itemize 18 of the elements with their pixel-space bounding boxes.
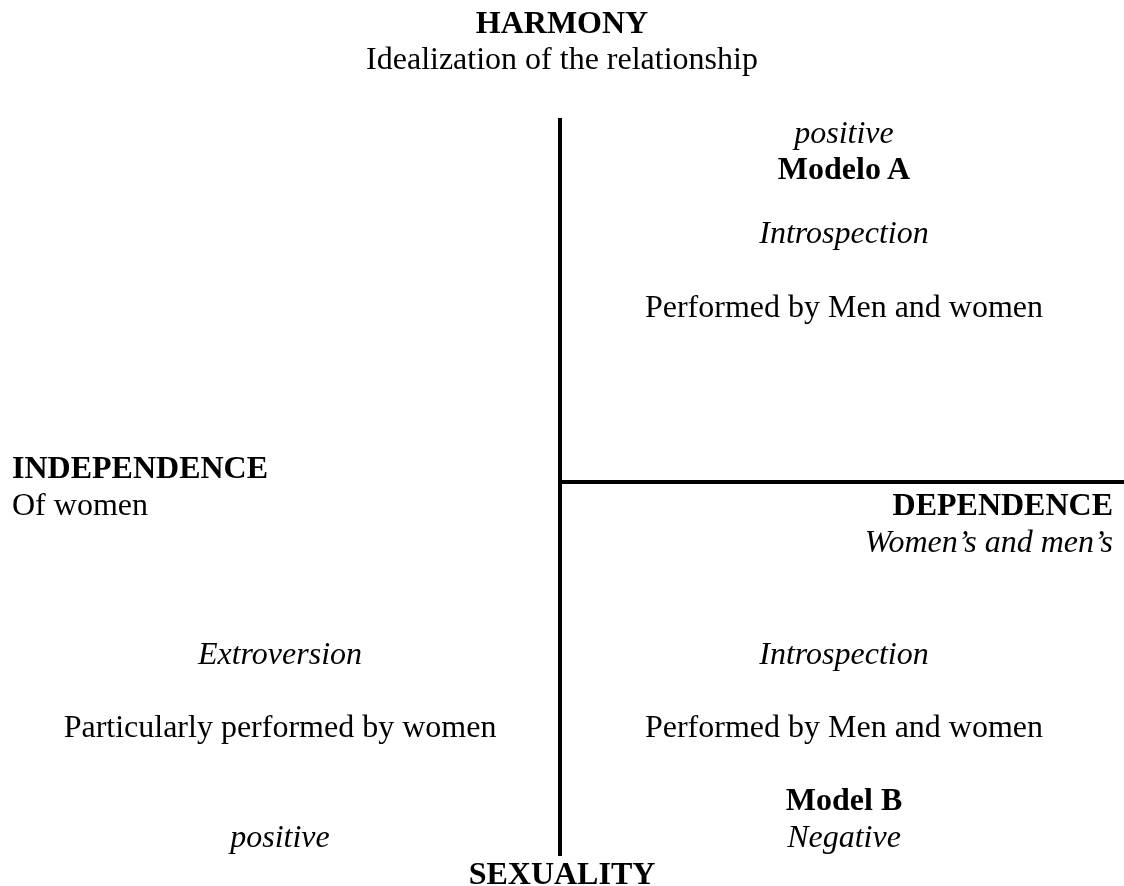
axis-title: DEPENDENCE [892, 486, 1113, 523]
model-title: Modelo A [777, 150, 911, 187]
axis-subtitle: Idealization of the relationship [366, 40, 758, 77]
valence-label: positive [230, 818, 330, 855]
axis-subtitle: Women’s and men’s [864, 523, 1113, 560]
quadrant-description: Particularly performed by women [63, 708, 497, 745]
quadrant-label: Introspection [759, 635, 929, 672]
quadrant-description: Performed by Men and women [644, 708, 1044, 745]
axis-title: SEXUALITY [468, 855, 656, 886]
quadrant-label: Introspection [759, 214, 929, 251]
model-title: Model B [785, 781, 903, 818]
axis-subtitle: Of women [12, 486, 148, 523]
quadrant-description: Performed by Men and women [644, 288, 1044, 325]
valence-label: Negative [787, 818, 901, 855]
axis-title: INDEPENDENCE [12, 449, 269, 486]
quadrant-label: Extroversion [197, 635, 363, 672]
valence-label: positive [794, 114, 894, 151]
axis-title: HARMONY [475, 4, 649, 41]
